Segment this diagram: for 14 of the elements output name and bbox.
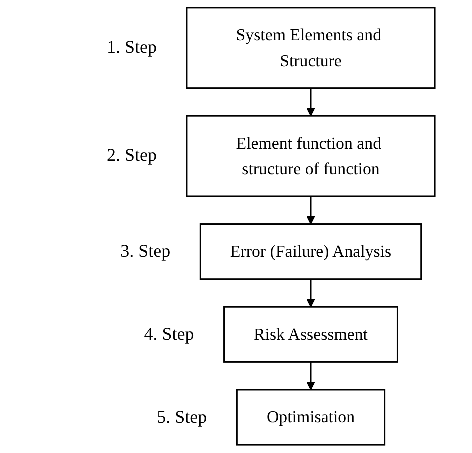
step-label: 2. Step bbox=[106, 145, 157, 166]
arrow bbox=[306, 196, 316, 225]
step-label: 4. Step bbox=[144, 324, 194, 345]
arrow bbox=[306, 279, 316, 308]
node-box: Element function and structure of function bbox=[186, 115, 436, 198]
step-label: 3. Step bbox=[120, 240, 171, 262]
step-label: 1. Step bbox=[106, 37, 157, 58]
step-label: 5. Step bbox=[157, 406, 208, 428]
node-box: Error (Failure) Analysis bbox=[200, 224, 422, 280]
arrow bbox=[306, 362, 316, 390]
node-box: Optimisation bbox=[236, 389, 386, 446]
arrow bbox=[306, 88, 316, 116]
node-box: Risk Assessment bbox=[224, 306, 398, 363]
node-box: System Elements and Structure bbox=[186, 7, 436, 90]
